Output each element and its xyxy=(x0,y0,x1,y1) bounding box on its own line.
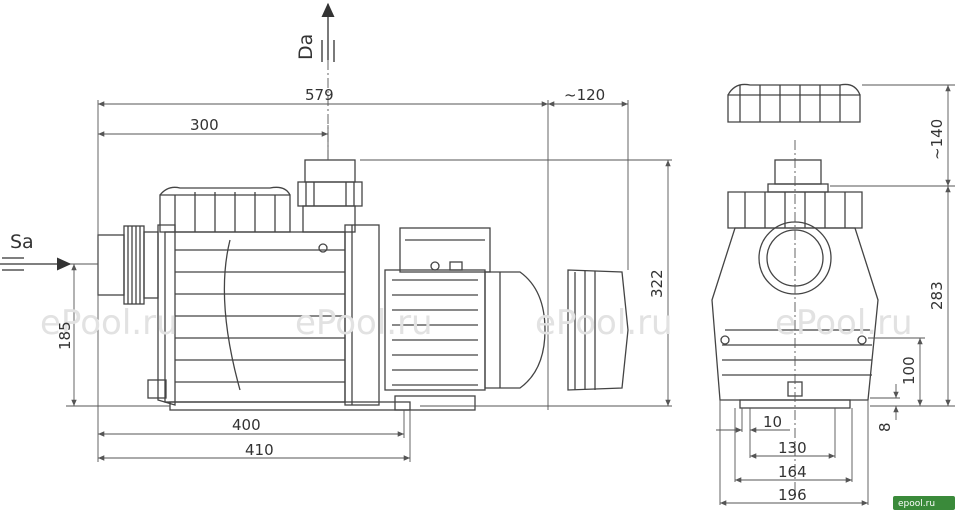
dimension-lines xyxy=(60,60,955,506)
watermark: ePool.ru xyxy=(535,303,673,343)
dim-drain-height: 100 xyxy=(900,356,918,385)
dim-motor-clearance: ~120 xyxy=(564,86,605,104)
dim-base-width-mid: 164 xyxy=(778,463,807,481)
dim-total-height: 322 xyxy=(648,269,666,298)
watermark: ePool.ru xyxy=(40,303,178,343)
dim-inlet-height: 185 xyxy=(56,321,74,350)
fan-cover-clearance xyxy=(567,269,629,391)
dim-base-length-inner: 400 xyxy=(232,416,261,434)
brand-badge: epool.ru xyxy=(893,496,955,510)
motor-flange xyxy=(344,224,380,406)
dim-overall-length: 579 xyxy=(305,86,334,104)
dim-foot-height: 8 xyxy=(876,422,894,432)
suction-label: Sa xyxy=(10,231,34,253)
outlet-union xyxy=(297,159,363,233)
dimension-labels: 579 ~120 300 322 185 400 410 ~140 283 10… xyxy=(56,86,946,504)
brand-badge-text: epool.ru xyxy=(898,499,935,509)
strainer-housing xyxy=(147,186,346,406)
pump-front-view xyxy=(97,159,629,411)
dim-foot-offset: 10 xyxy=(763,413,782,431)
dim-base-length-outer: 410 xyxy=(245,441,274,459)
side-lid xyxy=(727,191,863,229)
watermark-group: ePool.ru ePool.ru ePool.ru ePool.ru xyxy=(40,303,913,343)
brand-badge-bg xyxy=(893,496,955,510)
watermark: ePool.ru xyxy=(295,303,433,343)
motor-body xyxy=(384,227,546,391)
dim-side-height: 283 xyxy=(928,281,946,310)
dim-base-width-outer: 196 xyxy=(778,486,807,504)
lid-clearance xyxy=(727,83,861,123)
discharge-label: Da xyxy=(295,34,317,60)
watermark: ePool.ru xyxy=(775,303,913,343)
dim-top-clearance: ~140 xyxy=(928,119,946,160)
dim-inlet-to-outlet: 300 xyxy=(190,116,219,134)
pump-base xyxy=(169,395,476,411)
flow-arrows xyxy=(0,2,335,271)
outlet-top xyxy=(767,159,829,193)
dim-base-width-inner: 130 xyxy=(778,439,807,457)
inlet-union xyxy=(97,225,159,305)
